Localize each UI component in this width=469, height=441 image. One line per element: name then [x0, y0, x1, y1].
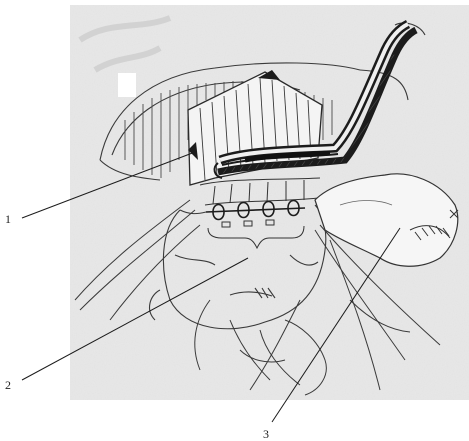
callout-label-2: 2: [5, 379, 11, 391]
callout-label-1: 1: [5, 213, 11, 225]
callout-label-3: 3: [263, 428, 269, 440]
